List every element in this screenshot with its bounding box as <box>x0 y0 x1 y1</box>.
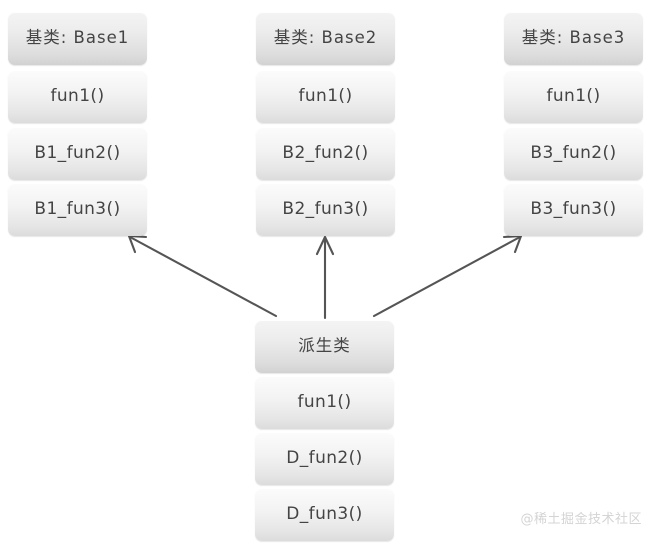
method-box-base1-0[interactable]: fun1() <box>8 70 147 123</box>
method-box-base3-1[interactable]: B3_fun2() <box>504 127 643 180</box>
arrow-derived-to-base2 <box>315 235 335 320</box>
method-label: D_fun2() <box>286 448 363 468</box>
method-label: D_fun3() <box>286 504 363 524</box>
class-header-label: 基类: Base3 <box>521 28 626 48</box>
method-label: fun1() <box>546 86 601 106</box>
method-box-derived-0[interactable]: fun1() <box>255 376 394 429</box>
method-label: B1_fun2() <box>34 143 121 163</box>
method-label: fun1() <box>297 392 352 412</box>
class-header-label: 基类: Base1 <box>25 28 130 48</box>
method-box-base1-1[interactable]: B1_fun2() <box>8 127 147 180</box>
arrow-derived-to-base3 <box>372 234 523 318</box>
method-box-base2-2[interactable]: B2_fun3() <box>256 183 395 236</box>
method-box-base1-2[interactable]: B1_fun3() <box>8 183 147 236</box>
class-header-label: 基类: Base2 <box>273 28 378 48</box>
method-label: B3_fun3() <box>530 199 617 219</box>
watermark-label: @稀土掘金技术社区 <box>520 512 642 527</box>
method-label: B2_fun2() <box>282 143 369 163</box>
method-box-base3-2[interactable]: B3_fun3() <box>504 183 643 236</box>
method-label: B1_fun3() <box>34 199 121 219</box>
class-header-derived[interactable]: 派生类 <box>255 320 394 373</box>
class-header-base2[interactable]: 基类: Base2 <box>256 12 395 65</box>
class-header-label: 派生类 <box>298 336 351 356</box>
method-box-derived-1[interactable]: D_fun2() <box>255 432 394 485</box>
method-label: B3_fun2() <box>530 143 617 163</box>
method-label: fun1() <box>298 86 353 106</box>
arrow-derived-to-base1 <box>127 234 278 318</box>
method-label: B2_fun3() <box>282 199 369 219</box>
method-label: fun1() <box>50 86 105 106</box>
method-box-base3-0[interactable]: fun1() <box>504 70 643 123</box>
class-header-base3[interactable]: 基类: Base3 <box>504 12 643 65</box>
method-box-base2-0[interactable]: fun1() <box>256 70 395 123</box>
method-box-base2-1[interactable]: B2_fun2() <box>256 127 395 180</box>
method-box-derived-2[interactable]: D_fun3() <box>255 488 394 541</box>
class-header-base1[interactable]: 基类: Base1 <box>8 12 147 65</box>
